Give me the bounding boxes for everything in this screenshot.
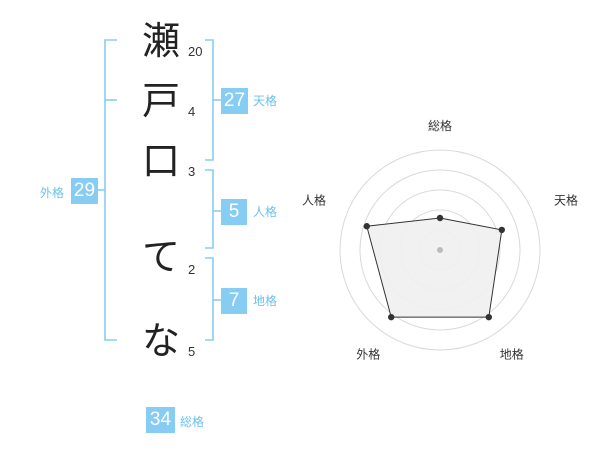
stroke-count-4: 2 <box>188 262 196 277</box>
radar-points <box>363 214 506 321</box>
name-char-4: て <box>141 235 180 279</box>
soukaku-value: 34 <box>146 407 175 433</box>
soukaku-label: 総格 <box>180 415 205 429</box>
jinkaku-label: 人格 <box>253 205 278 219</box>
stroke-count-2: 4 <box>188 104 196 119</box>
radar-axis-label-2: 天格 <box>554 192 578 207</box>
name-char-1: 瀬 <box>141 19 180 63</box>
name-char-2: 戸 <box>141 79 180 123</box>
stroke-count-3: 3 <box>188 164 196 179</box>
radar-point-4 <box>388 313 395 321</box>
jinkaku-bracket <box>205 169 214 249</box>
radar-axis-label-4: 外格 <box>356 347 380 362</box>
radar-polygon <box>366 217 503 318</box>
tenkaku-label: 天格 <box>253 94 278 108</box>
radar-point-5 <box>363 223 370 230</box>
chikaku-value: 7 <box>221 288 247 314</box>
stroke-count-1: 20 <box>188 44 203 59</box>
radar-grid-ring-1 <box>339 149 541 351</box>
radar-axis-label-1: 総格 <box>428 118 452 133</box>
radar-grid-ring-2 <box>359 169 521 331</box>
gaikaku-value: 29 <box>71 178 98 204</box>
tenkaku-value: 27 <box>221 88 248 114</box>
radar-point-2 <box>498 226 506 234</box>
gaikaku-label: 外格 <box>40 186 65 200</box>
radar-point-3 <box>485 313 492 321</box>
chikaku-bracket <box>205 257 214 341</box>
chikaku-label: 地格 <box>253 294 278 308</box>
radar-axis-label-3: 地格 <box>500 347 524 362</box>
radar-axis-label-5: 人格 <box>302 192 326 207</box>
name-char-3: 口 <box>141 139 180 183</box>
name-char-5: な <box>141 319 180 363</box>
radar-center-dot <box>437 247 443 253</box>
stroke-count-5: 5 <box>188 344 196 359</box>
radar-point-1 <box>436 214 444 222</box>
jinkaku-value: 5 <box>221 199 247 225</box>
